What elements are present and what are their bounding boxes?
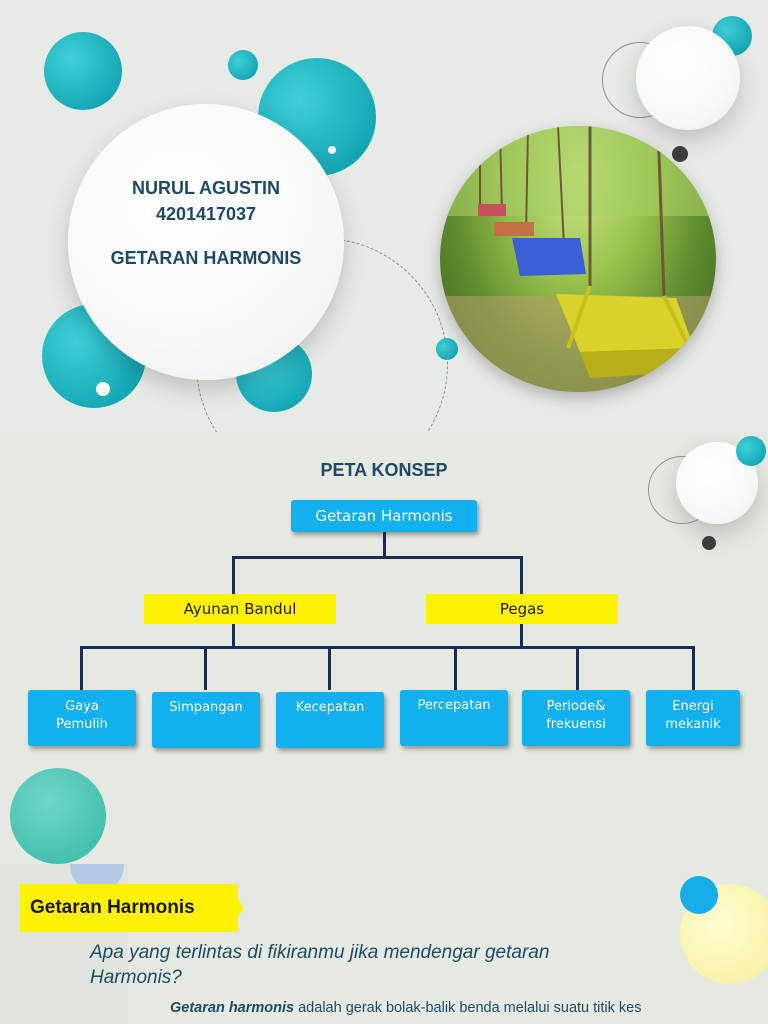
concept-leaf-label: Gaya Pemulih [56,699,108,732]
section-tag: Getaran Harmonis [20,884,238,932]
decor-circle [680,876,718,914]
concept-root: Getaran Harmonis [291,500,477,532]
definition-term: Getaran harmonis [170,1000,295,1016]
connector [232,556,522,559]
connector [232,556,235,596]
connector [328,646,331,690]
concept-leaf: Gaya Pemulih [28,690,136,746]
decor-dot-white [328,146,336,154]
concept-leaf: Energi mekanik [646,690,740,746]
definition-slide: Getaran Harmonis Apa yang terlintas di f… [0,864,768,1024]
connector [520,556,523,596]
connector [520,624,523,648]
connector [576,646,579,690]
definition-rest: adalah gerak bolak-balik benda melalui s… [294,1000,642,1016]
concept-leaf: Kecepatan [276,692,384,748]
decor-dot [702,536,716,550]
definition-text: Getaran harmonis adalah gerak bolak-bali… [170,1000,768,1016]
connector [80,646,694,649]
concept-leaf-label: Energi mekanik [665,699,721,732]
presentation-title: GETARAN HARMONIS [110,248,302,268]
connector [692,646,695,690]
question-text: Apa yang terlintas di fikiranmu jika men… [90,942,550,988]
decor-circle [44,32,122,110]
connector [232,624,235,648]
connector [454,646,457,690]
swing-photo [440,126,716,392]
swing-illustration [440,126,716,392]
decor-circle [228,50,258,80]
concept-leaf-label: Percepatan [417,698,491,713]
concept-leaf-label: Kecepatan [295,700,365,715]
connector [383,532,386,558]
connector [80,646,83,690]
section-tag-arrow [228,884,244,932]
author-name: NURUL AGUSTIN [132,178,280,198]
student-id: 4201417037 [155,204,257,224]
concept-map-slide: PETA KONSEP Getaran Harmonis Ayunan Band… [0,432,768,864]
decor-circle [10,768,106,864]
concept-leaf-label: Simpangan [169,700,243,715]
concept-leaf-label: Periode& frekuensi [546,699,606,732]
decor-dot-white [96,382,110,396]
title-disc [68,104,344,380]
title-slide: NURUL AGUSTIN 4201417037 GETARAN HARMONI… [0,0,768,432]
decor-circle [736,436,766,466]
decor-white-disc [636,26,740,130]
concept-leaf: Percepatan [400,690,508,746]
concept-map-heading: PETA KONSEP [320,460,448,480]
concept-leaf: Simpangan [152,692,260,748]
concept-branch-ayunan-bandul: Ayunan Bandul [144,594,336,624]
decor-dot [672,146,688,162]
concept-branch-pegas: Pegas [426,594,618,624]
concept-leaf: Periode& frekuensi [522,690,630,746]
connector [204,646,207,690]
